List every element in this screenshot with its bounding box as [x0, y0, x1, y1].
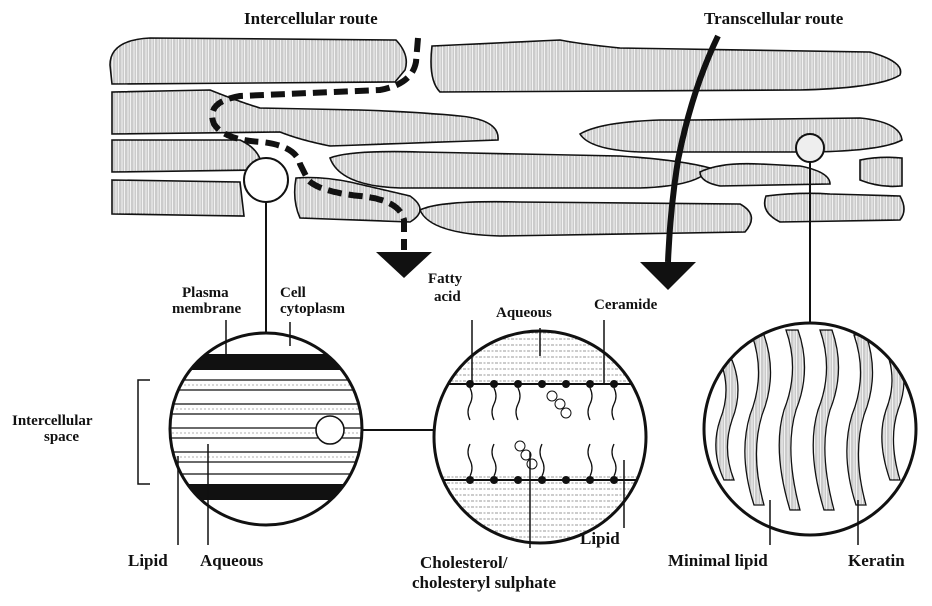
minimal-lipid-label: Minimal lipid: [668, 552, 768, 569]
plasma-membrane-label-line2: membrane: [172, 302, 241, 317]
cholesterol-label-line2: cholesteryl sulphate: [412, 574, 556, 591]
aqueous-label: Aqueous: [200, 552, 263, 569]
down-arrow-icon: [376, 252, 432, 278]
corneocyte: [765, 193, 904, 222]
keratin-label: Keratin: [848, 552, 905, 569]
corneocyte: [112, 90, 498, 146]
corneocyte: [431, 40, 901, 92]
intercellular-space-label-line2: space: [44, 430, 79, 445]
plasma-membrane-label-line1: Plasma: [182, 286, 229, 301]
intercellular-space-label-line1: Intercellular: [12, 414, 93, 429]
ceramide-label: Ceramide: [594, 298, 657, 313]
down-arrow-icon: [640, 262, 696, 290]
corneocyte: [110, 38, 406, 84]
lipid-label: Lipid: [128, 552, 168, 569]
middle-lipid-label: Lipid: [580, 530, 620, 547]
keratin-circle: [700, 320, 920, 540]
cell-cytoplasm-label-line1: Cell: [280, 286, 306, 301]
transcellular-route-label: Transcellular route: [704, 10, 843, 27]
intercellular-route-label: Intercellular route: [244, 10, 378, 27]
corneocyte: [580, 118, 902, 152]
corneocyte: [112, 180, 244, 216]
magnify-spot-right: [796, 134, 824, 162]
cholesterol-label-line1: Cholesterol/: [420, 554, 508, 571]
corneocyte: [330, 152, 710, 188]
cell-cytoplasm-label-line2: cytoplasm: [280, 302, 345, 317]
middle-aqueous-label: Aqueous: [496, 306, 552, 321]
fatty-acid-label-line1: Fatty: [428, 272, 462, 287]
corneocyte: [420, 202, 751, 236]
corneocyte: [112, 140, 262, 172]
lipid-bilayer-circle: [430, 330, 650, 550]
intercellular-space-circle: [160, 330, 380, 530]
fatty-acid-label-line2: acid: [434, 290, 461, 305]
corneocyte: [860, 157, 902, 186]
magnify-spot-left: [244, 158, 288, 202]
